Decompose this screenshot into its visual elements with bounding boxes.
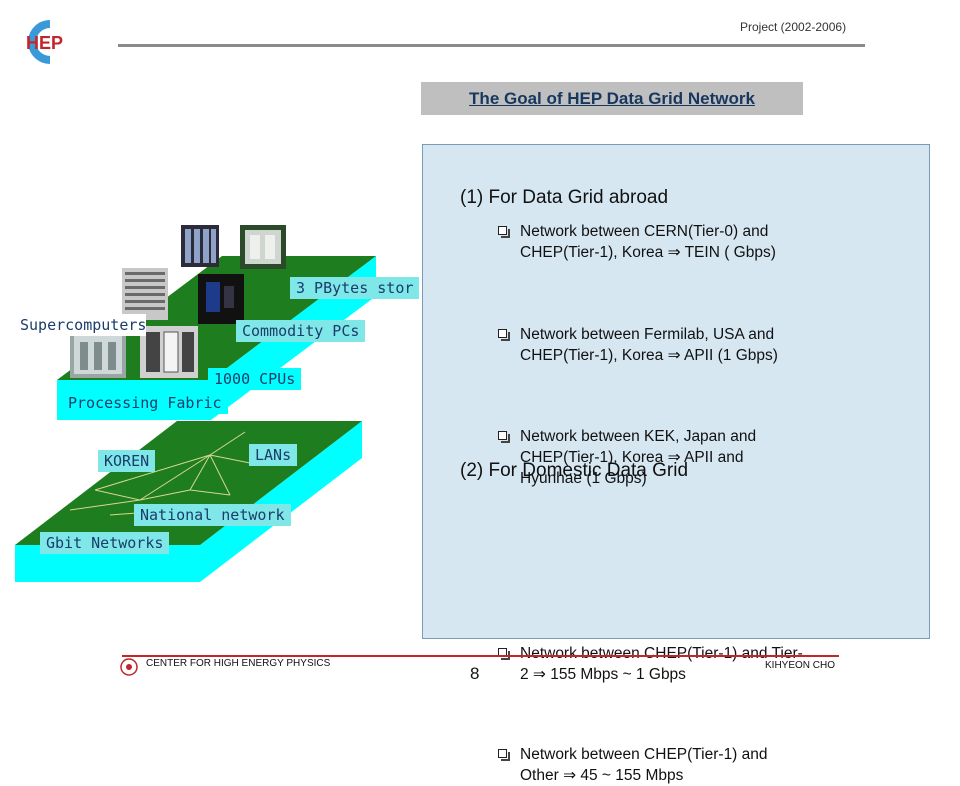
storage-robot-icon bbox=[240, 225, 286, 269]
footer-author: KIHYEON CHO bbox=[765, 660, 836, 671]
bullet-line: Network between CHEP(Tier-1) and Tier- bbox=[520, 645, 803, 662]
project-label: Project (2002-2006) bbox=[740, 20, 847, 34]
bullet-line: Network between CERN(Tier-0) and bbox=[520, 223, 769, 240]
bullet-cern: Network between CERN(Tier-0) and CHEP(Ti… bbox=[498, 221, 960, 263]
commodity-pcs-label: Commodity PCs bbox=[236, 320, 366, 342]
header-divider bbox=[118, 44, 865, 47]
section-heading-abroad: (1) For Data Grid abroad bbox=[460, 187, 669, 208]
cluster-room-icon bbox=[140, 326, 198, 378]
logo-text: HEP bbox=[26, 33, 63, 53]
bullet-line: Network between KEK, Japan and bbox=[520, 428, 757, 445]
bullet-line: Network between Fermilab, USA and bbox=[520, 326, 775, 343]
network-platform-front bbox=[15, 545, 200, 582]
cpus-label: 1000 CPUs bbox=[208, 368, 302, 390]
server-rack-icon bbox=[122, 268, 168, 320]
bullet-line: CHEP(Tier-1), Korea ⇒ APII and bbox=[520, 449, 744, 466]
processing-fabric-label: Processing Fabric bbox=[62, 392, 228, 414]
hep-logo: HEP bbox=[20, 16, 80, 68]
commodity-pc-icon bbox=[198, 274, 244, 324]
slide-title: The Goal of HEP Data Grid Network bbox=[469, 88, 755, 108]
grid-diagram: 3 PBytes stor Supercomputers Commodity P… bbox=[0, 200, 440, 600]
checkbox-bullet-icon bbox=[498, 749, 510, 761]
footer-organization: CENTER FOR HIGH ENERGY PHYSICS bbox=[146, 658, 331, 669]
bullet-fermilab: Network between Fermilab, USA and CHEP(T… bbox=[498, 324, 960, 366]
bullet-line: 2 ⇒ 155 Mbps ~ 1 Gbps bbox=[520, 666, 686, 683]
storage-label: 3 PBytes stor bbox=[290, 277, 420, 299]
bullet-line: CHEP(Tier-1), Korea ⇒ APII (1 Gbps) bbox=[520, 347, 778, 364]
lans-label: LANs bbox=[249, 444, 298, 466]
gbit-networks-label: Gbit Networks bbox=[40, 532, 170, 554]
bullet-tier2: Network between CHEP(Tier-1) and Tier- 2… bbox=[498, 643, 960, 685]
national-network-label: National network bbox=[134, 504, 291, 526]
bullet-kek: Network between KEK, Japan and CHEP(Tier… bbox=[498, 426, 960, 489]
storage-rack-icon bbox=[181, 225, 219, 267]
section-heading-domestic: (2) For Domestic Data Grid bbox=[460, 460, 689, 481]
goal-content-box: (1) For Data Grid abroad Network between… bbox=[422, 144, 930, 784]
network-platform-side bbox=[200, 421, 362, 582]
koren-label: KOREN bbox=[98, 450, 156, 472]
machine-room-icon bbox=[70, 328, 126, 378]
bullet-line: Hyunhae (1 Gbps) bbox=[520, 470, 647, 487]
emblem-icon bbox=[120, 658, 138, 676]
supercomputers-label: Supercomputers bbox=[14, 314, 147, 336]
checkbox-bullet-icon bbox=[498, 226, 510, 238]
checkbox-bullet-icon bbox=[498, 431, 510, 443]
bullet-line: CHEP(Tier-1), Korea ⇒ TEIN ( Gbps) bbox=[520, 244, 776, 261]
footer-divider bbox=[122, 655, 839, 657]
page-number: 8 bbox=[470, 664, 480, 683]
bullet-line: Other ⇒ 45 ~ 155 Mbps bbox=[520, 767, 684, 784]
title-bar: The Goal of HEP Data Grid Network bbox=[421, 82, 803, 115]
checkbox-bullet-icon bbox=[498, 329, 510, 341]
bullet-line: Network between CHEP(Tier-1) and bbox=[520, 746, 768, 763]
bullet-other: Network between CHEP(Tier-1) and Other ⇒… bbox=[498, 744, 960, 786]
